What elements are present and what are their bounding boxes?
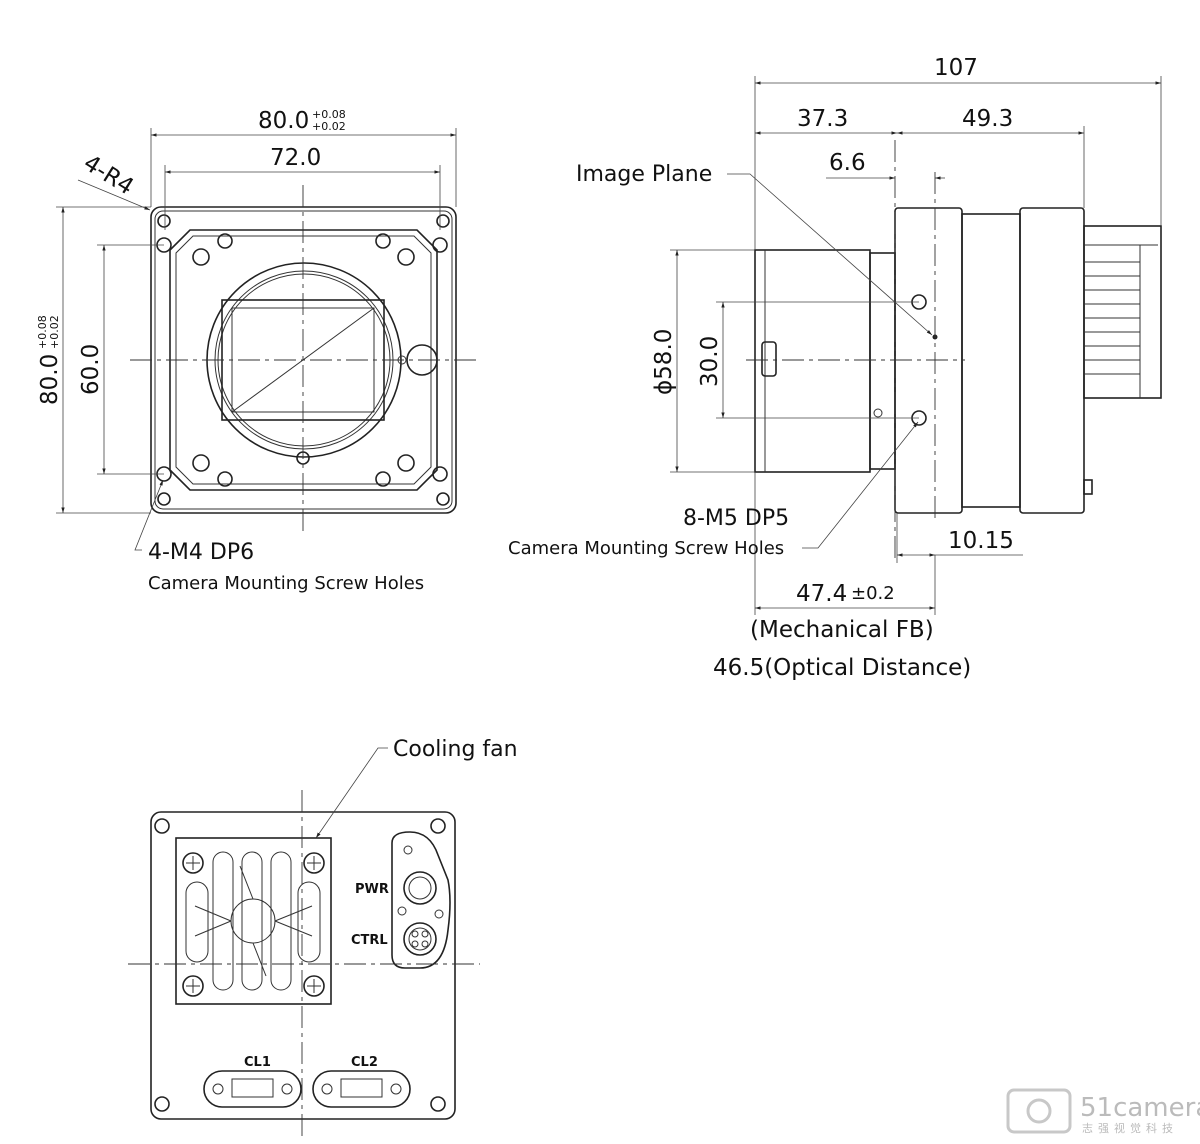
front-inner-height-dim: 60.0	[78, 344, 104, 395]
front-height-tol-lower: +0.02	[48, 315, 61, 349]
cl1-label: CL1	[244, 1055, 271, 1070]
cl2-label: CL2	[351, 1055, 378, 1070]
ctrl-connector	[403, 922, 437, 956]
flange-plate	[169, 229, 438, 491]
front-height-tol-upper: +0.08	[36, 315, 49, 349]
connector-panel	[391, 831, 451, 969]
image-plane-label: Image Plane	[576, 162, 712, 187]
flange-note: (Mechanical FB)	[750, 617, 934, 643]
front-view	[56, 128, 478, 551]
ctrl-label: CTRL	[351, 933, 388, 948]
rear-length-dim: 49.3	[962, 106, 1013, 132]
flange-tol: ±0.2	[851, 583, 895, 604]
hole-spacing-dim: 30.0	[697, 336, 723, 387]
watermark-brand: 51camera	[1080, 1093, 1200, 1123]
rear-body-outline	[150, 811, 456, 1120]
rear-view	[128, 747, 480, 1140]
total-length-dim: 107	[934, 55, 978, 81]
front-width-dim: 80.0	[258, 108, 309, 134]
cl2-connector	[312, 1070, 411, 1108]
side-screw-desc: Camera Mounting Screw Holes	[508, 538, 784, 559]
watermark-sub: 志强视觉科技	[1082, 1121, 1178, 1135]
side-screw-holes-label: 8-M5 DP5	[683, 506, 789, 531]
watermark-logo	[1006, 1088, 1072, 1134]
front-housing	[894, 207, 963, 514]
front-length-dim: 37.3	[797, 106, 848, 132]
front-height-dim: 80.0	[37, 354, 63, 405]
diameter-dim: ϕ58.0	[651, 329, 677, 395]
cooling-fan-label: Cooling fan	[393, 737, 518, 762]
fan-cover	[1083, 225, 1162, 399]
fan-grille	[175, 837, 332, 1005]
front-width-tol-upper: +0.08	[312, 108, 346, 121]
offset-dim: 10.15	[948, 528, 1014, 554]
front-screw-holes-label: 4-M4 DP6	[148, 540, 254, 565]
flange-dim: 47.4	[796, 581, 847, 607]
front-inner-width-dim: 72.0	[270, 145, 321, 171]
pwr-label: PWR	[355, 882, 389, 897]
image-plane-offset-dim: 6.6	[829, 150, 866, 176]
front-width-tol-lower: +0.02	[312, 120, 346, 133]
side-view	[670, 76, 1162, 615]
pwr-connector	[403, 871, 437, 905]
cl1-connector	[203, 1070, 302, 1108]
lens-mount-body	[754, 249, 871, 473]
front-screw-desc: Camera Mounting Screw Holes	[148, 573, 424, 594]
optical-distance: 46.5(Optical Distance)	[713, 655, 971, 681]
rear-housing	[1019, 207, 1085, 514]
